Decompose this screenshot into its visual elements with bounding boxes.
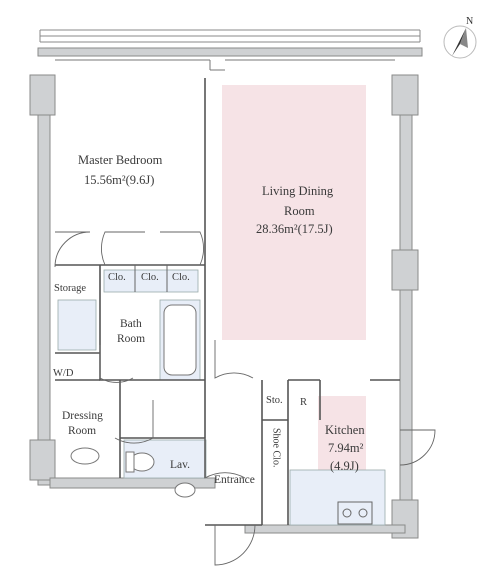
kitchen-area: 7.94m² [328,441,364,455]
bath-room-line1: Bath [120,318,142,330]
stove [337,501,373,525]
dressing-room-line2: Room [68,425,97,437]
bath-room-line2: Room [117,333,146,345]
kitchen-name: Kitchen [325,423,365,437]
sink [174,482,196,498]
kitchen-area-j: (4.9J) [330,459,359,473]
lav-label: Lav. [170,459,191,471]
living-dining-name-line1: Living Dining [262,184,334,198]
door-swings [54,231,436,566]
wd-label: W/D [53,368,74,379]
toilet-tank [125,451,135,473]
dressing-room-line1: Dressing [62,410,103,422]
closet-dividers [134,265,168,292]
interior-walls [55,78,400,526]
balcony [39,29,421,43]
master-bedroom-area: 15.56m²(9.6J) [84,173,155,187]
closet-2-label: Clo. [141,272,159,283]
shoe-closet-label: Shoe Clo. [270,428,282,468]
storage-small-label: Sto. [266,395,283,406]
bathtub [163,304,197,376]
living-dining-fill [222,85,366,340]
outer-walls [29,47,423,539]
dressing-sink [70,447,100,465]
compass-north-label: N [466,16,473,27]
refrigerator-label: R [300,397,308,408]
master-bedroom-name: Master Bedroom [78,153,163,167]
compass [443,25,477,59]
closet-1-label: Clo. [108,272,126,283]
closet-3-label: Clo. [172,272,190,283]
living-dining-area: 28.36m²(17.5J) [256,222,333,236]
living-dining-name-line2: Room [284,204,315,218]
storage-label: Storage [54,283,87,294]
window-frames [55,59,395,71]
entrance-label: Entrance [214,474,255,486]
